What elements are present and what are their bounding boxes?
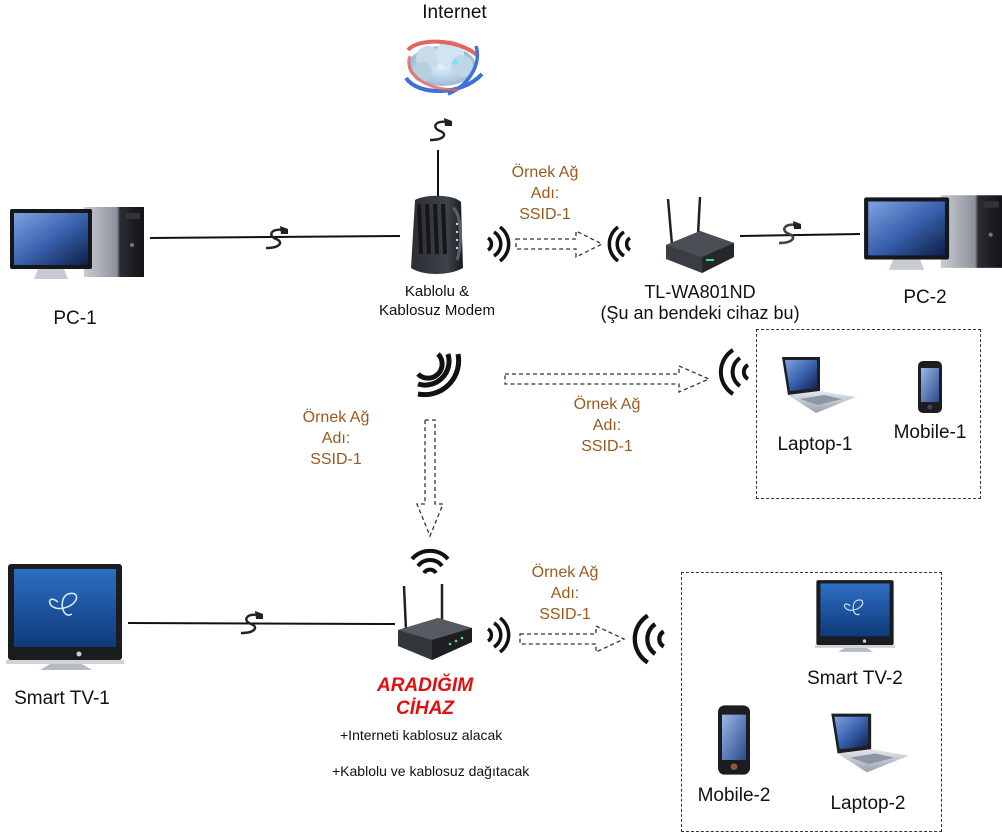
pc2-label: PC-2 xyxy=(903,287,947,308)
laptop-icon xyxy=(782,357,856,413)
target-note-1: +Interneti kablosuz alacak xyxy=(340,727,503,743)
pc1-label: PC-1 xyxy=(53,308,97,329)
ssid-label-bottom: Örnek Ağ Adı: SSID-1 xyxy=(515,562,615,625)
modem-icon xyxy=(411,195,463,274)
laptop2-label: Laptop-2 xyxy=(830,793,906,814)
mobile-phone-icon xyxy=(718,705,750,775)
wireless-link-arrow xyxy=(519,624,626,654)
access-point-model: TL-WA801ND xyxy=(644,282,756,302)
pc1-computer-icon xyxy=(10,207,144,279)
target-title-line2: CİHAZ xyxy=(395,698,455,719)
cable-connector-icon xyxy=(240,611,263,635)
internet-cloud-icon xyxy=(404,39,484,96)
pc2-computer-icon xyxy=(864,195,1002,270)
modem-label-line2: Kablosuz Modem xyxy=(379,302,495,319)
cable-ap-pc2 xyxy=(739,233,861,237)
wifi-signal-icon xyxy=(607,225,632,263)
ssid-line3: SSID-1 xyxy=(519,206,571,223)
internet-label: Internet xyxy=(422,2,487,23)
ssid-line2: Adı: xyxy=(530,185,560,202)
ssid-line2: Adı: xyxy=(550,585,580,602)
laptop1-label: Laptop-1 xyxy=(777,434,853,455)
smart-tv-icon xyxy=(815,580,895,652)
cable-connector-icon xyxy=(778,221,801,245)
laptop-icon xyxy=(831,713,909,773)
tv1-label: Smart TV-1 xyxy=(14,688,110,709)
wireless-link-arrow-down xyxy=(416,419,444,538)
ssid-label-group1: Örnek Ağ Adı: SSID-1 xyxy=(557,394,657,457)
access-point-note: (Şu an bendeki cihaz bu) xyxy=(600,303,800,323)
cable-pc1-modem xyxy=(149,235,401,239)
ssid-line1: Örnek Ağ xyxy=(531,564,599,581)
mobile-phone-icon xyxy=(918,361,942,413)
ssid-line1: Örnek Ağ xyxy=(511,164,579,181)
ssid-label-down: Örnek Ağ Adı: SSID-1 xyxy=(286,407,386,470)
wireless-router-icon xyxy=(398,584,472,660)
ssid-line3: SSID-1 xyxy=(539,606,591,623)
mobile2-label: Mobile-2 xyxy=(697,785,771,806)
cable-connector-icon xyxy=(265,226,288,250)
ssid-line3: SSID-1 xyxy=(581,438,633,455)
wifi-signal-icon xyxy=(486,225,511,263)
cable-tv1-router xyxy=(127,622,396,625)
target-device-title: ARADIĞIM CİHAZ xyxy=(350,674,500,720)
ssid-label-top: Örnek Ağ Adı: SSID-1 xyxy=(495,162,595,225)
ssid-line2: Adı: xyxy=(592,417,622,434)
device-group-2 xyxy=(681,572,942,832)
smart-tv-icon xyxy=(6,564,124,670)
wifi-signal-icon xyxy=(718,348,750,396)
wifi-broadcast-icon xyxy=(416,352,462,398)
ssid-line3: SSID-1 xyxy=(310,451,362,468)
modem-label: Kablolu & Kablosuz Modem xyxy=(362,282,512,320)
ssid-line2: Adı: xyxy=(321,430,351,447)
modem-label-line1: Kablolu & xyxy=(404,283,470,300)
ssid-line1: Örnek Ağ xyxy=(573,396,641,413)
wifi-signal-icon xyxy=(632,613,665,665)
device-group-1 xyxy=(756,329,981,499)
cable-connector-icon xyxy=(429,118,452,142)
wireless-link-arrow xyxy=(504,365,711,393)
ssid-line1: Örnek Ağ xyxy=(302,409,370,426)
mobile1-label: Mobile-1 xyxy=(893,422,967,443)
wireless-link-arrow xyxy=(515,229,604,259)
wifi-receive-icon xyxy=(410,548,450,575)
target-note-2: +Kablolu ve kablosuz dağıtacak xyxy=(332,763,530,779)
tv2-label: Smart TV-2 xyxy=(807,668,903,689)
wifi-signal-icon xyxy=(486,616,511,654)
access-point-label: TL-WA801ND (Şu an bendeki cihaz bu) xyxy=(580,282,820,324)
access-point-icon xyxy=(666,196,734,273)
target-title-line1: ARADIĞIM xyxy=(376,675,474,696)
